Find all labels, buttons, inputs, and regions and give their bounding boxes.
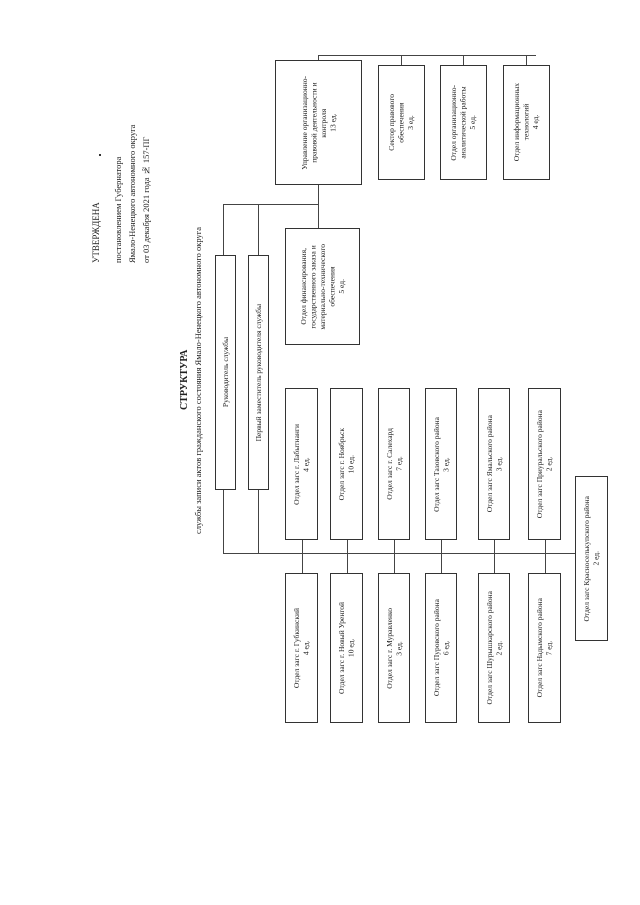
head-of-service-box: Руководитель службы xyxy=(215,255,236,490)
top-unit-box-label: Отдел информационных технологий 4 ед. xyxy=(512,83,541,162)
staff-bus-line xyxy=(318,55,536,56)
connector-line xyxy=(544,540,546,573)
connector-line xyxy=(394,540,395,573)
approval-title: УТВЕРЖДЕНА xyxy=(91,202,101,263)
top-bus-line xyxy=(223,204,319,205)
top-unit-box: Отдел информационных технологий 4 ед. xyxy=(503,65,550,180)
connector-line xyxy=(463,55,464,65)
structure-title: СТРУКТУРА xyxy=(179,349,190,411)
registry-office-box-label: Отдел загс Ямальского района 3 ед. xyxy=(484,415,504,513)
management-link xyxy=(318,185,319,228)
registry-office-box: Отдел загс г. Муравленко 3 ед. xyxy=(378,573,410,723)
top-unit-box-label: Отдел организационно- аналитической рабо… xyxy=(449,84,478,161)
connector-line xyxy=(223,204,224,255)
approval-line-3: от 03 декабря 2021 года № 157-ПГ xyxy=(141,136,151,263)
top-unit-box-label: Управление организационно- правовой деят… xyxy=(299,75,338,170)
top-unit-box: Отдел организационно- аналитической рабо… xyxy=(440,65,487,180)
registry-office-box: Отдел загс г. Ноябрьск 10 ед. xyxy=(330,388,363,540)
connector-line xyxy=(441,540,442,573)
registry-office-box: Отдел загс Ямальского района 3 ед. xyxy=(478,388,510,540)
registry-office-box-label: Отдел загс г. Новый Уренгой 10 ед. xyxy=(337,602,356,694)
connector-line xyxy=(526,55,527,65)
registry-office-box: Отдел загс г. Салехард 7 ед. xyxy=(378,388,410,540)
top-unit-box-label: Сектор правового обеспечения 3 ед. xyxy=(387,94,416,151)
first-deputy-box-label: Первый заместитель руководителя службы xyxy=(253,303,263,442)
registry-office-box: Отдел загс Приуральского района 2 ед. xyxy=(528,388,561,540)
connector-line xyxy=(223,490,224,553)
registry-office-box: Отдел загс г. Губкинский 4 ед. xyxy=(285,573,318,723)
connector-line xyxy=(346,540,348,573)
registry-office-box-label: Отдел загс г. Губкинский 4 ед. xyxy=(292,607,311,689)
registry-office-box-label: Отдел загс г. Муравленко 3 ед. xyxy=(384,607,404,689)
registry-office-box: Отдел загс Надымского района 7 ед. xyxy=(528,573,561,723)
approval-line-1: постановлением Губернатора xyxy=(113,156,123,263)
head-of-service-box-label: Руководитель службы xyxy=(220,337,230,408)
registry-office-box: Отдел загс г. Новый Уренгой 10 ед. xyxy=(330,573,363,723)
registry-office-box: Отдел загс Тазовского района 3 ед. xyxy=(425,388,457,540)
finance-unit-box-label: Отдел финансирования, государственного з… xyxy=(298,243,346,330)
connector-line xyxy=(494,540,495,573)
registry-office-box-label: Отдел загс Красноселькупского района 2 е… xyxy=(582,495,601,622)
registry-office-box-label: Отдел загс Надымского района 7 ед. xyxy=(535,598,554,698)
connector-line xyxy=(318,55,319,60)
structure-subtitle: службы записи актов гражданского состоян… xyxy=(193,226,203,534)
first-deputy-box: Первый заместитель руководителя службы xyxy=(248,255,269,490)
approval-line-2: Ямало-Ненецкого автономного округа xyxy=(127,124,137,263)
registry-office-box-label: Отдел загс г. Салехард 7 ед. xyxy=(384,428,404,500)
registry-office-box: Отдел загс Шурышкарского района 2 ед. xyxy=(478,573,510,723)
registry-office-box-label: Отдел загс Приуральского района 2 ед. xyxy=(535,409,554,519)
dot-mark xyxy=(99,154,101,156)
connector-line xyxy=(258,490,259,553)
registry-office-box: Отдел загс Красноселькупского района 2 е… xyxy=(575,476,608,641)
branch-bus-line xyxy=(223,553,591,554)
registry-office-box-label: Отдел загс г. Ноябрьск 10 ед. xyxy=(337,427,356,501)
top-unit-box: Сектор правового обеспечения 3 ед. xyxy=(378,65,425,180)
registry-office-box: Отдел загс г. Лабытнанги 4 ед. xyxy=(285,388,318,540)
registry-office-box: Отдел загс Пуровского района 6 ед. xyxy=(425,573,457,723)
registry-office-box-label: Отдел загс Тазовского района 3 ед. xyxy=(431,416,451,512)
registry-office-box-label: Отдел загс Пуровского района 6 ед. xyxy=(431,599,451,697)
connector-line xyxy=(301,540,303,573)
registry-office-box-label: Отдел загс г. Лабытнанги 4 ед. xyxy=(292,423,311,505)
top-unit-box: Управление организационно- правовой деят… xyxy=(275,60,362,185)
registry-office-box-label: Отдел загс Шурышкарского района 2 ед. xyxy=(484,591,504,705)
finance-unit-box: Отдел финансирования, государственного з… xyxy=(285,228,360,345)
connector-line xyxy=(258,204,259,255)
connector-line xyxy=(401,55,402,65)
